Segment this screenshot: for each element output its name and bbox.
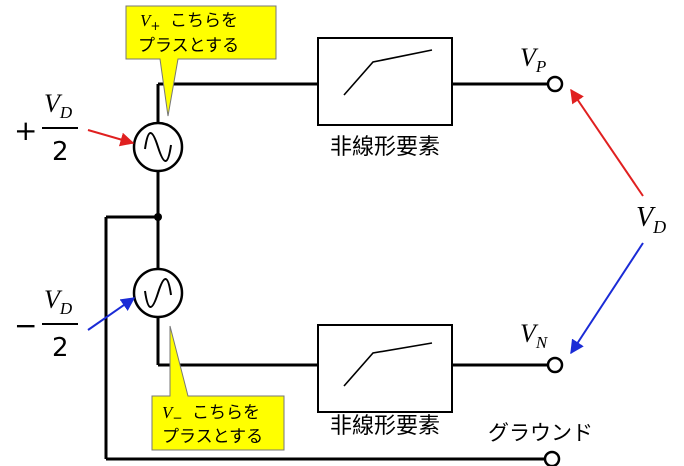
source-top-label: + VD 2	[14, 89, 78, 167]
nonlinear-element-top-label: 非線形要素	[330, 135, 440, 160]
arrow-vd-to-vn	[570, 242, 644, 355]
callout-bottom: V− こちらを プラスとする	[151, 325, 285, 451]
terminal-n-label: VN	[520, 319, 549, 352]
nonlinear-element-bottom-label: 非線形要素	[330, 414, 440, 439]
source-bottom-label: − VD 2	[14, 285, 78, 363]
callout-top: V+ こちらを プラスとする	[125, 5, 277, 117]
terminal-p-node	[546, 75, 564, 93]
nonlinear-element-top	[317, 37, 453, 126]
junction-dot	[154, 213, 162, 221]
svg-text:V−: V−	[162, 403, 182, 425]
wires	[104, 82, 548, 461]
arrow-vd-to-vp	[570, 88, 644, 197]
svg-text:2: 2	[52, 137, 69, 167]
svg-text:−: −	[14, 309, 37, 342]
svg-text:2: 2	[52, 333, 69, 363]
svg-text:+: +	[14, 114, 37, 147]
terminal-ground-label: グラウンド	[488, 421, 593, 445]
svg-text:プラスとする: プラスとする	[162, 427, 263, 447]
svg-text:プラスとする: プラスとする	[138, 36, 239, 56]
svg-text:V+: V+	[140, 11, 160, 33]
arrow-source-top	[87, 129, 135, 147]
terminal-n-node	[546, 356, 564, 374]
nonlinear-element-bottom	[317, 324, 453, 413]
svg-text:こちらを: こちらを	[170, 11, 238, 31]
terminal-ground-node	[543, 450, 561, 466]
terminal-p-label: VP	[520, 43, 546, 76]
vd-label: VD	[636, 202, 666, 237]
svg-text:こちらを: こちらを	[192, 403, 260, 423]
ac-source-bottom	[132, 267, 184, 319]
svg-text:VD: VD	[44, 285, 73, 318]
svg-text:VD: VD	[44, 89, 73, 122]
arrow-source-bottom	[87, 297, 136, 331]
ac-source-top	[132, 121, 184, 173]
